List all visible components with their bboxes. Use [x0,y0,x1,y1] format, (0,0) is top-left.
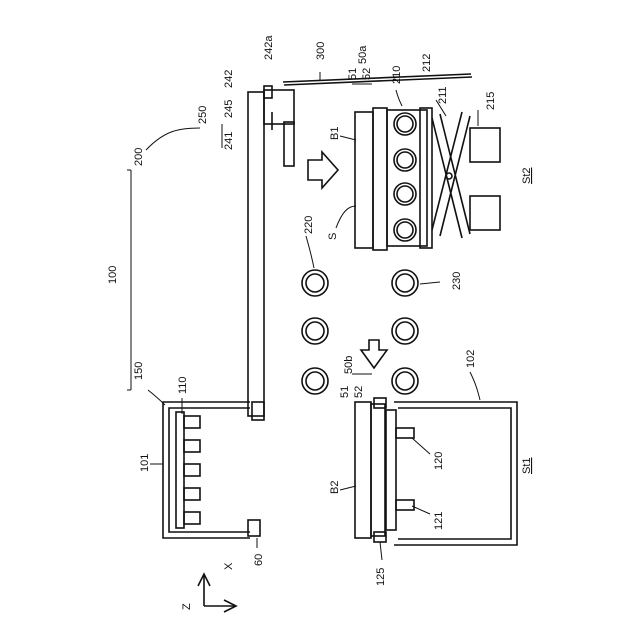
label-axis-z: Z [181,603,193,610]
label-B2: B2 [329,481,341,494]
label-230: 230 [451,272,463,290]
rail-beam [248,92,264,416]
station-102 [394,402,517,545]
roller-frame-212 [387,110,427,246]
label-100: 100 [107,266,119,284]
base-215-a [470,128,500,162]
tray-51-top [355,112,373,248]
rail-assembly [248,86,294,420]
label-242: 242 [223,70,235,88]
slot-3 [184,464,200,476]
slot-1 [184,416,200,428]
label-51-bot: 51 [339,386,351,398]
slot-4 [184,488,200,500]
rollers-230 [392,270,418,394]
label-300: 300 [315,42,327,60]
transfer-arrow-down [361,340,387,368]
slot-2 [184,440,200,452]
label-242a: 242a [263,35,275,60]
head-cap-242a [264,86,272,98]
label-51-top: 51 [347,68,359,80]
head-block-242 [264,90,294,124]
lift-col [386,410,396,530]
label-101: 101 [139,454,151,472]
tray-51-bot [355,402,371,538]
label-axis-x: X [223,562,235,570]
slot-5 [184,512,200,524]
label-245: 245 [223,100,235,118]
label-250: 250 [197,106,209,124]
label-120: 120 [433,452,445,470]
label-60: 60 [253,554,265,566]
label-215: 215 [485,92,497,110]
label-52-top: 52 [361,68,373,80]
lift-120 [396,428,414,438]
axes [198,574,236,612]
label-212: 212 [421,54,433,72]
stocker-rail [176,412,184,528]
lift-121 [396,500,414,510]
roller-side [420,108,432,248]
label-St1: St1 [521,457,533,474]
transfer-arrow-right [308,152,338,188]
tray-52-bot [371,404,385,536]
label-110: 110 [177,376,189,394]
label-50b: 50b [343,356,355,374]
stocker-101 [163,402,260,538]
tray-52-top [373,108,387,250]
label-St2: St2 [521,167,533,184]
base-215-b [470,196,500,230]
label-102: 102 [465,350,477,368]
rollers-220 [302,270,328,394]
label-150: 150 [133,362,145,380]
label-121: 121 [433,512,445,530]
label-220: 220 [303,216,315,234]
label-125: 125 [375,568,387,586]
label-B1: B1 [329,127,341,140]
label-210: 210 [391,66,403,84]
scissor-b [432,112,462,230]
head-arm [284,122,294,166]
label-200: 200 [133,148,145,166]
label-52-bot: 52 [353,386,365,398]
carrier-bottom [355,398,414,542]
stocker-stop-60 [248,520,260,536]
label-S: S [327,233,339,240]
carrier-top [355,108,500,250]
label-211: 211 [437,86,449,104]
label-241: 241 [223,132,235,150]
rail-foot [252,402,264,420]
label-50a: 50a [357,45,369,64]
